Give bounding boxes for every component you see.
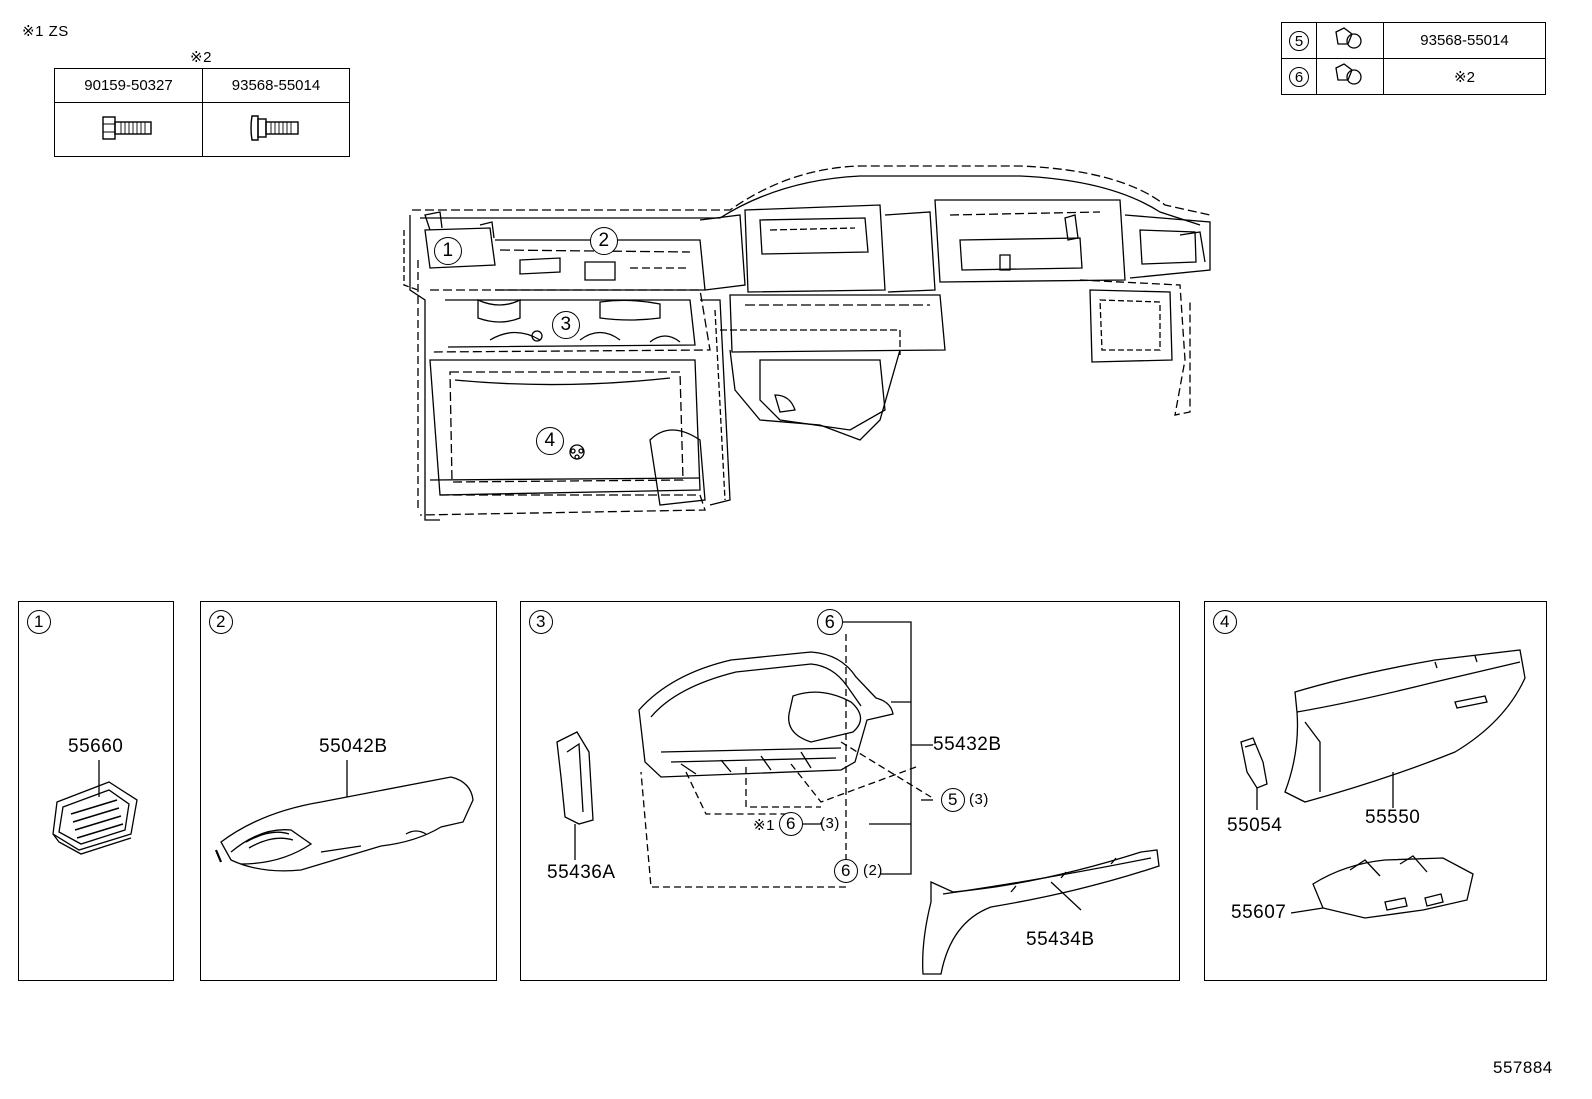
- p3-callout-5-qty: (3): [969, 791, 989, 808]
- diagram-reference-number: 557884: [1493, 1058, 1553, 1077]
- glove-box-drawing: [1240, 649, 1526, 919]
- bolt-table-right-part-6: ※2: [1383, 58, 1546, 95]
- bolt-table-left: 90159-50327 93568-55014: [54, 68, 350, 157]
- callout-5: 5: [1289, 30, 1309, 51]
- main-callout-2: 2: [590, 227, 618, 255]
- note-zs: ※1 ZS: [22, 23, 69, 40]
- bolt-table-left-col1: 90159-50327: [54, 68, 203, 103]
- main-callout-1: 1: [434, 237, 462, 265]
- panel-2-number: 2: [209, 610, 233, 634]
- bolt-screw-icon-2: [1316, 58, 1384, 95]
- panel-1: 1 55660: [18, 601, 174, 981]
- callout-6: 6: [1289, 66, 1309, 87]
- part-55434b-label: 55434B: [1026, 929, 1095, 950]
- panel-cover-drawing: [214, 760, 474, 872]
- p3-callout-6-mid: 6: [779, 812, 803, 836]
- part-55432b-label: 55432B: [933, 734, 1002, 755]
- panel-4-number: 4: [1213, 610, 1237, 634]
- part-55550-label: 55550: [1365, 807, 1421, 828]
- panel-3-number: 3: [529, 610, 553, 634]
- note-2-label: ※2: [190, 49, 212, 66]
- p3-callout-5: 5: [941, 788, 965, 812]
- main-callout-4: 4: [536, 427, 564, 455]
- p3-callout-6-bottom-qty: (2): [863, 862, 883, 879]
- p3-callout-6-mid-qty: (3): [820, 815, 840, 832]
- bolt-table-right-part-5: 93568-55014: [1383, 22, 1546, 59]
- bolt-screw-icon: [1316, 22, 1384, 59]
- p3-callout-6-top: 6: [817, 609, 843, 635]
- bolt-flange-icon: [54, 102, 203, 157]
- p3-callout-6-bottom: 6: [834, 859, 858, 883]
- cluster-finish-panel-drawing: [556, 621, 1160, 975]
- air-vent-drawing: [52, 760, 138, 855]
- panel-4: 4 55054 55550 55607: [1204, 601, 1547, 981]
- part-55436a-label: 55436A: [547, 862, 616, 883]
- part-55054-label: 55054: [1227, 815, 1283, 836]
- part-55042b-label: 55042B: [319, 736, 388, 757]
- bolt-table-right: 5 93568-55014 6 ※2: [1281, 22, 1546, 95]
- panel-3: 3: [520, 601, 1180, 981]
- panel-2: 2 55042B: [200, 601, 497, 981]
- part-55607-label: 55607: [1231, 902, 1287, 923]
- p3-callout-6-mid-prefix: ※1: [753, 817, 775, 834]
- main-callout-3: 3: [552, 311, 580, 339]
- bolt-washer-icon: [202, 102, 350, 157]
- panel-1-number: 1: [27, 610, 51, 634]
- part-55660-label: 55660: [68, 736, 124, 757]
